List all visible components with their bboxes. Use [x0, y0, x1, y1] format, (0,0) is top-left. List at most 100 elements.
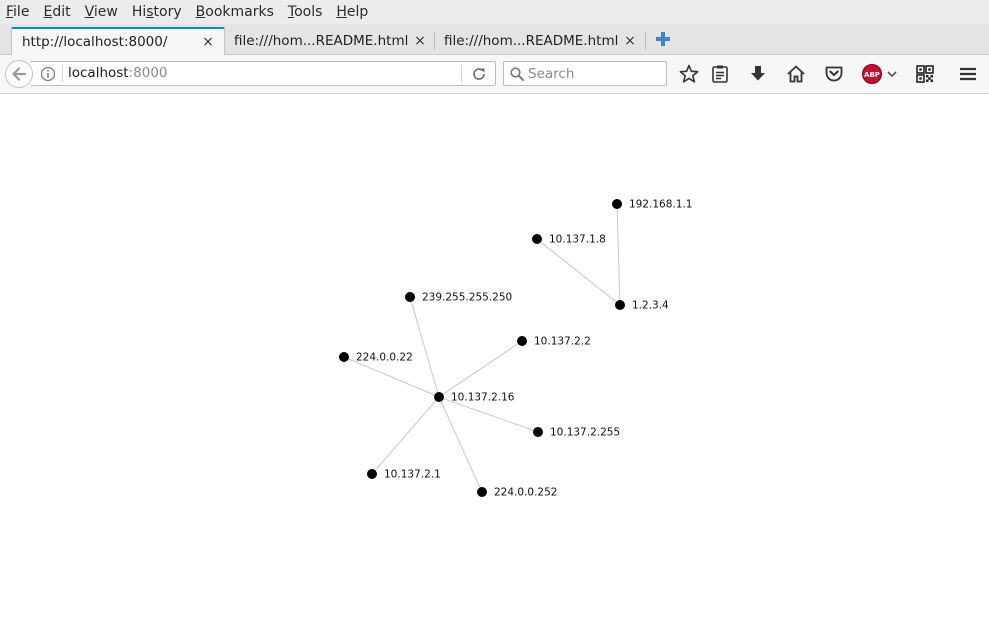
tab-label: file:///hom...README.html	[444, 32, 619, 49]
back-icon	[12, 67, 27, 81]
chevron-down-icon[interactable]	[884, 63, 900, 85]
graph-node-label: 10.137.2.16	[451, 392, 515, 404]
graph-node[interactable]: 10.137.1.8	[532, 234, 606, 246]
graph-node-label: 10.137.1.8	[549, 234, 606, 246]
menu-tools[interactable]: Tools	[288, 0, 323, 24]
url-host: localhost	[68, 65, 129, 81]
back-button[interactable]	[5, 60, 33, 88]
tab-separator	[645, 32, 646, 50]
graph-node-dot[interactable]	[477, 487, 487, 497]
menu-bookmarks-mnemonic: B	[195, 4, 206, 20]
menu-edit-rest: dit	[52, 4, 71, 20]
download-icon[interactable]	[747, 63, 769, 85]
menu-view[interactable]: View	[85, 0, 118, 24]
menu-help[interactable]: Help	[336, 0, 368, 24]
tab-label: file:///hom...README.html	[234, 32, 409, 49]
graph-node-label: 10.137.2.255	[550, 427, 620, 439]
info-icon[interactable]	[40, 66, 56, 82]
tab-close-icon[interactable]: ×	[414, 32, 426, 49]
menu-view-rest: iew	[93, 4, 118, 20]
menu-tools-rest: ools	[294, 4, 323, 20]
graph-node-dot[interactable]	[533, 427, 543, 437]
graph-node[interactable]: 1.2.3.4	[615, 300, 669, 312]
url-bar[interactable]: localhost:8000	[31, 61, 496, 86]
menu-help-rest: elp	[346, 4, 369, 20]
graph-node-dot[interactable]	[434, 392, 444, 402]
tab-separator	[434, 32, 435, 50]
url-port: :8000	[128, 65, 168, 81]
graph-node-label: 239.255.255.250	[422, 292, 512, 304]
graph-node[interactable]: 239.255.255.250	[405, 292, 512, 304]
graph-node-label: 1.2.3.4	[632, 300, 669, 312]
graph-node-label: 224.0.0.22	[356, 352, 413, 364]
graph-edge	[438, 396, 539, 433]
menu-history-rest: tory	[153, 4, 182, 20]
graph-node[interactable]: 10.137.2.16	[434, 392, 515, 404]
graph-node-label: 10.137.2.1	[384, 469, 441, 481]
home-icon[interactable]	[785, 63, 807, 85]
graph-node[interactable]: 10.137.2.2	[517, 336, 591, 348]
graph-node-dot[interactable]	[532, 234, 542, 244]
graph-node-label: 10.137.2.2	[534, 336, 591, 348]
menu-history[interactable]: History	[132, 0, 182, 24]
search-icon	[510, 67, 524, 81]
graph-edge	[438, 396, 483, 493]
tab-label: http://localhost:8000/	[22, 34, 168, 50]
graph-node[interactable]: 192.168.1.1	[612, 199, 692, 211]
adblock-icon[interactable]: ABP	[862, 64, 882, 84]
tab-localhost[interactable]: http://localhost:8000/ ×	[11, 27, 225, 55]
tab-strip: http://localhost:8000/ × file:///hom...R…	[0, 24, 989, 55]
menu-file[interactable]: File	[6, 0, 29, 24]
menu-bar: File Edit View History Bookmarks Tools H…	[0, 0, 989, 24]
graph-node[interactable]: 224.0.0.22	[339, 352, 413, 364]
star-icon[interactable]	[678, 63, 700, 85]
new-tab-plus-icon[interactable]	[653, 29, 673, 49]
graph-node-label: 224.0.0.252	[494, 487, 557, 499]
search-input[interactable]	[528, 63, 662, 84]
tab-readme-1[interactable]: file:///hom...README.html ×	[224, 27, 436, 54]
graph-edge	[438, 340, 523, 398]
navigation-toolbar: localhost:8000	[0, 55, 989, 94]
tab-readme-2[interactable]: file:///hom...README.html ×	[434, 27, 646, 54]
menu-history-mnemonic: s	[146, 4, 154, 20]
menu-edit-mnemonic: E	[43, 4, 53, 20]
page-content: 192.168.1.1 10.137.1.8 1.2.3.4 239.255.255.…	[0, 94, 989, 622]
search-bar[interactable]	[503, 61, 667, 86]
graph-node[interactable]: 224.0.0.252	[477, 487, 557, 499]
menu-bookmarks-rest: ookmarks	[205, 4, 274, 20]
menu-tools-mnemonic: T	[287, 4, 295, 20]
graph-node[interactable]: 10.137.2.255	[533, 427, 620, 439]
menu-history-pre: Hi	[131, 4, 147, 20]
graph-edge	[616, 203, 621, 306]
graph-node-dot[interactable]	[367, 469, 377, 479]
graph-node-dot[interactable]	[517, 336, 527, 346]
hamburger-menu-icon[interactable]	[957, 63, 979, 85]
qr-code-icon[interactable]	[914, 63, 936, 85]
graph-node-dot[interactable]	[615, 300, 625, 310]
graph-edge	[371, 396, 440, 475]
graph-edge	[343, 356, 440, 398]
tab-close-icon[interactable]: ×	[202, 34, 214, 50]
url-text[interactable]: localhost:8000	[68, 62, 168, 85]
url-separator	[62, 65, 63, 82]
tab-close-icon[interactable]: ×	[624, 32, 636, 49]
network-graph: 192.168.1.1 10.137.1.8 1.2.3.4 239.255.255.…	[339, 199, 692, 499]
pocket-icon[interactable]	[823, 63, 845, 85]
graph-node-label: 192.168.1.1	[629, 199, 692, 211]
menu-file-mnemonic: F	[6, 4, 14, 20]
graph-node[interactable]: 10.137.2.1	[367, 469, 441, 481]
menu-file-rest: ile	[13, 4, 30, 20]
menu-view-mnemonic: V	[84, 4, 94, 20]
menu-help-mnemonic: H	[336, 4, 347, 20]
graph-node-dot[interactable]	[405, 292, 415, 302]
graph-node-dot[interactable]	[339, 352, 349, 362]
reading-list-icon[interactable]	[709, 63, 731, 85]
reload-separator	[461, 65, 462, 82]
menu-bookmarks[interactable]: Bookmarks	[196, 0, 274, 24]
graph-edge	[536, 238, 621, 306]
graph-edge	[409, 296, 440, 398]
menu-edit[interactable]: Edit	[43, 0, 70, 24]
graph-node-dot[interactable]	[612, 199, 622, 209]
reload-icon[interactable]	[471, 66, 487, 82]
